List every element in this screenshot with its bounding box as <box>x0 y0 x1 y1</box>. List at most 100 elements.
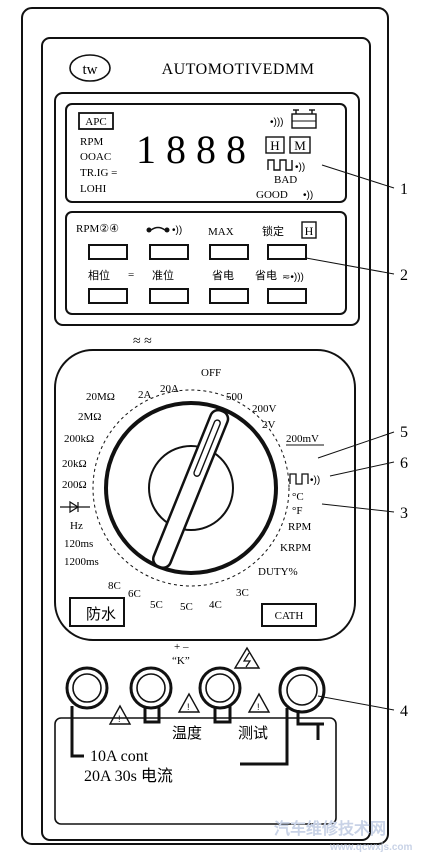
warning-icon-2: ! <box>177 692 201 713</box>
dial-pulse-sound-icon: •)) <box>310 475 320 486</box>
dial-bottom-6c: 6C <box>128 588 141 600</box>
m-box <box>289 136 311 154</box>
hold-label: H <box>305 224 314 238</box>
callout-3: 3 <box>400 505 408 522</box>
jack-test[interactable] <box>278 666 326 714</box>
beep-icon-1: •)) <box>172 225 182 236</box>
lcd-digits: 1888 <box>136 127 256 172</box>
watermark-cn: 汽车维修技术网 <box>274 819 386 838</box>
dial-range-ring <box>92 389 290 587</box>
dial-bottom-3c: 3C <box>236 587 249 599</box>
lcd-screen <box>65 103 347 203</box>
jack-temp-plus[interactable] <box>129 666 173 710</box>
save-beep-icon: ≂•))) <box>282 272 304 283</box>
good-sound-icon: •)) <box>303 190 313 201</box>
dial-left-20mohm: 20MΩ <box>86 391 115 403</box>
lock-label: 锁定 <box>262 224 284 238</box>
jack-com[interactable] <box>198 666 242 710</box>
label-20a-30s: 20A 30s 电流 <box>84 767 173 785</box>
callout-line-2 <box>305 257 395 275</box>
button-save-2[interactable] <box>267 288 307 304</box>
dial-right-rpm: RPM <box>288 521 311 533</box>
pulse-icon <box>267 159 293 171</box>
button-save-1[interactable] <box>209 288 249 304</box>
callout-6: 6 <box>400 455 408 472</box>
svg-text:!: ! <box>257 702 260 712</box>
dial-area <box>54 349 356 641</box>
lohi-indicator: LOHI <box>80 183 107 195</box>
dial-left-20kohm: 20kΩ <box>62 458 87 470</box>
dial-top-20a: 20A <box>160 383 179 395</box>
logo-badge <box>69 54 111 82</box>
dial-left-200kohm: 200kΩ <box>64 433 94 445</box>
logo-text: tw <box>83 62 98 78</box>
callout-5: 5 <box>400 424 408 441</box>
device-title: AUTOMOTIVEDMM <box>162 61 315 78</box>
bad-indicator: BAD <box>274 174 297 186</box>
dial-off: OFF <box>201 367 221 379</box>
dial-right-krpm: KRPM <box>280 542 311 554</box>
rpm24-label: RPM②④ <box>76 223 119 235</box>
button-max[interactable] <box>209 244 249 260</box>
dial-top-200v: 200V <box>252 403 277 415</box>
dial-center <box>148 445 234 531</box>
apc-indicator: APC <box>85 116 106 128</box>
k-label: “K” <box>172 655 190 667</box>
continuity-icon: •))) <box>270 117 284 128</box>
rpm-indicator: RPM <box>80 136 103 148</box>
waterproof-label: 防水 <box>86 606 116 623</box>
hold-box <box>301 221 317 239</box>
h-indicator: H <box>270 138 279 153</box>
svg-text:!: ! <box>118 714 121 724</box>
callout-line-3 <box>321 503 395 513</box>
button-lock[interactable] <box>267 244 307 260</box>
ooac-indicator: OOAC <box>80 151 111 163</box>
dial-bottom-5c-b: 5C <box>180 601 193 613</box>
approx-mark: ≈ ≈ <box>133 334 152 349</box>
diode-symbol <box>146 226 170 233</box>
waterproof-box <box>69 597 125 627</box>
button-rpm[interactable] <box>88 244 128 260</box>
dial-bottom-4c: 4C <box>209 599 222 611</box>
dial-pulse-icon <box>289 473 309 485</box>
pulse-sound-icon: •)) <box>295 162 305 173</box>
callout-4: 4 <box>400 703 408 720</box>
trig-indicator: TR.IG = <box>80 167 117 179</box>
button-panel <box>65 211 347 315</box>
calib-label: 准位 <box>152 268 174 282</box>
phase-label: 相位 <box>88 268 110 282</box>
m-indicator: M <box>294 138 306 153</box>
jack-10a[interactable] <box>65 666 109 710</box>
dial-pointer[interactable] <box>151 408 231 571</box>
button-calib[interactable] <box>149 288 189 304</box>
h-box <box>265 136 285 154</box>
test-label: 测试 <box>238 725 268 742</box>
dial-right-200mv: 200mV <box>286 433 319 445</box>
dial-right-fahrenheit: °F <box>292 505 303 517</box>
dial-top-2v: 2V <box>262 419 276 431</box>
equal-label: = <box>128 269 134 281</box>
dial-bottom-8c: 8C <box>108 580 121 592</box>
svg-text:!: ! <box>187 702 190 712</box>
warning-icon-1: ! <box>108 704 132 725</box>
button-phase[interactable] <box>88 288 128 304</box>
callout-1: 1 <box>400 181 408 198</box>
hv-warning-icon <box>233 646 261 669</box>
max-label: MAX <box>208 226 234 238</box>
cath-button[interactable] <box>261 603 317 627</box>
dial-bottom-5c-a: 5C <box>150 599 163 611</box>
dial-left-200ohm: 200Ω <box>62 479 87 491</box>
dial-right-duty: DUTY% <box>258 566 298 578</box>
cath-label: CATH <box>275 610 304 622</box>
dial-top-500: 500 <box>226 391 243 403</box>
callout-2: 2 <box>400 267 408 284</box>
save-label-2: 省电 <box>255 269 277 282</box>
dial-right-celsius: °C <box>292 491 304 503</box>
dial-left-hz: Hz <box>70 520 83 532</box>
apc-box <box>78 112 114 130</box>
callout-line-1 <box>321 164 395 189</box>
diode-test-icon <box>60 500 90 514</box>
good-indicator: GOOD <box>256 189 288 201</box>
button-diode[interactable] <box>149 244 189 260</box>
